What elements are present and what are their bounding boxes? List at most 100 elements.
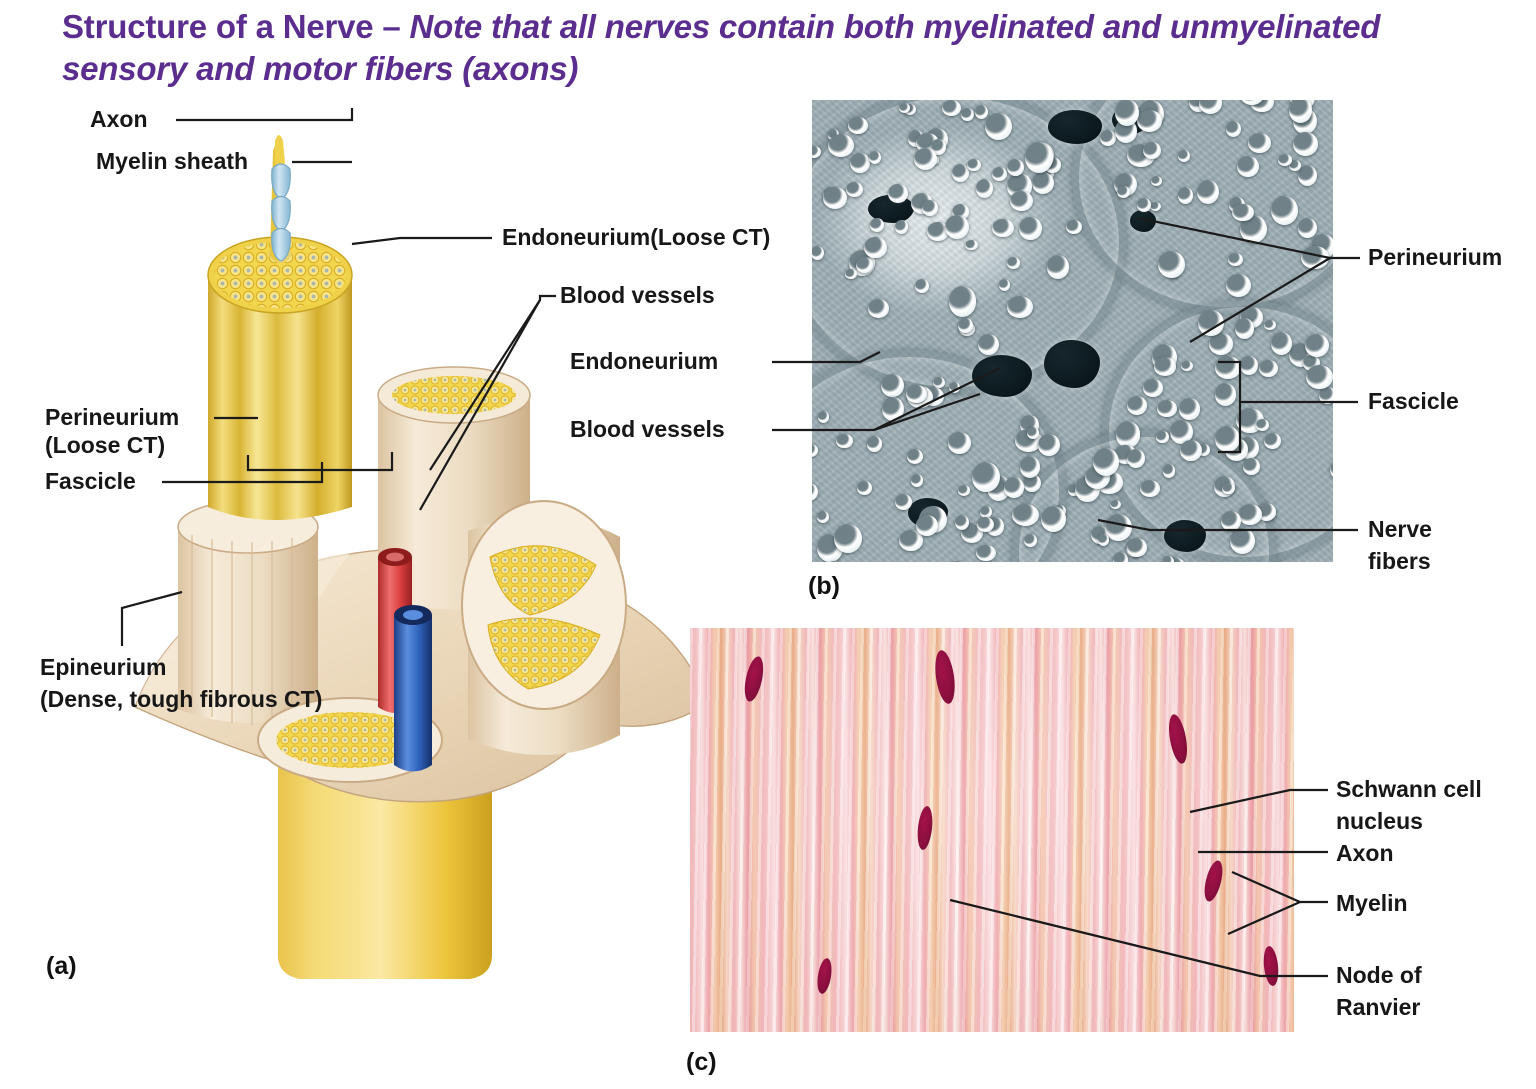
myelinated-axon [869,151,882,164]
myelinated-axon [1227,252,1243,267]
myelinated-axon [957,485,971,496]
blood-vessel-lumen [972,355,1032,397]
label-axon-c: Axon [1336,840,1394,866]
myelinated-axon [1305,364,1333,390]
myelinated-axon [1100,130,1116,147]
micrograph-texture [690,628,1294,1032]
label-node-ranvier-2: Ranvier [1336,994,1421,1020]
myelinated-axon [955,514,970,530]
myelinated-axon [945,214,969,239]
myelinated-axon [1110,499,1122,510]
myelinated-axon [1181,361,1193,372]
myelinated-axon [1156,430,1169,444]
myelinated-axon [846,181,863,198]
myelinated-axon [941,100,961,117]
myelinated-axon [975,179,994,198]
label-endoneurium-b: Endoneurium [570,348,719,374]
myelinated-axon [1065,220,1082,235]
label-nerve-fibers-b1: Nerve [1368,516,1432,542]
myelinated-axon [927,222,949,242]
myelinated-axon [931,139,947,156]
myelinated-axon [1232,203,1254,222]
myelinated-axon [1264,433,1282,449]
myelinated-axon [1229,528,1256,555]
label-axon-a: Axon [90,106,148,132]
myelinated-axon [1319,387,1333,404]
myelinated-axon [827,561,841,562]
myelinated-axon [1196,444,1211,456]
myelinated-axon [1239,100,1265,105]
myelinated-axon [882,397,905,421]
myelinated-axon [894,220,908,235]
myelinated-axon [1162,555,1174,562]
myelinated-axon [850,152,870,173]
label-fascicle-b: Fascicle [1368,388,1459,414]
myelinated-axon [1007,159,1024,177]
myelinated-axon [1270,196,1298,226]
myelinated-axon [961,107,974,122]
myelinated-axon [834,524,862,553]
myelinated-axon [1139,480,1160,497]
myelinated-axon [1292,132,1318,156]
myelinated-axon [1305,334,1329,358]
myelinated-axon [910,473,924,487]
myelinated-axon [1180,439,1202,461]
myelinated-axon [1243,458,1260,475]
myelinated-axon [1006,295,1033,318]
myelinated-axon [1288,159,1302,172]
myelinated-axon [1178,187,1194,204]
blood-vessel-lumen [1044,340,1100,388]
myelinated-axon [1150,176,1163,187]
myelinated-axon [869,217,885,233]
myelinated-axon [1142,379,1164,398]
myelinated-axon [1277,154,1293,167]
myelinated-axon [972,462,1000,493]
myelinated-axon [1198,310,1224,337]
label-perineurium-a-line2: (Loose CT) [45,432,166,458]
myelinated-axon [965,239,978,251]
myelinated-axon [817,511,829,523]
figure-title: Structure of a Nerve – Note that all ner… [62,6,1482,90]
myelinated-axon [1127,448,1145,468]
blood-vessel-lumen [1164,520,1206,552]
myelinated-axon [1234,318,1255,340]
figure-title-lead: Structure of a Nerve – [62,8,410,45]
light-micrograph-panel-c [690,628,1294,1032]
myelinated-axon [844,268,857,280]
myelinated-axon [976,545,996,562]
electron-micrograph-panel-b [812,100,1333,562]
myelinated-axon [1301,245,1329,269]
myelinated-axon [855,257,873,274]
myelinated-axon [1003,477,1024,499]
myelinated-axon [1214,383,1237,406]
myelinated-axon [1020,456,1041,479]
myelinated-axon [1178,398,1201,420]
myelinated-axon [1114,119,1138,143]
label-epineurium-line1: Epineurium [40,654,167,680]
label-blood-vessels-a: Blood vessels [560,282,715,308]
label-epineurium-line2: (Dense, tough fibrous CT) [40,686,323,712]
myelinated-axon [812,444,819,457]
myelinated-axon [1009,190,1033,212]
myelinated-axon [823,186,847,209]
myelinated-axon [1264,319,1276,330]
myelinated-axon [867,299,890,319]
label-node-ranvier-1: Node of [1336,962,1422,988]
myelinated-axon [977,516,995,533]
myelinated-axon [812,145,822,158]
myelinated-axon [881,373,904,397]
myelinated-axon [1163,557,1187,562]
myelinated-axon [1240,355,1258,375]
myelinated-axon [857,480,872,495]
myelinated-axon [1112,552,1129,562]
myelinated-axon [864,236,887,259]
myelinated-axon [1208,333,1234,355]
myelinated-axon [1136,110,1162,133]
myelinated-axon [922,199,939,216]
myelinated-axon [952,163,970,182]
myelinated-axon [1196,179,1220,205]
myelinated-axon [1170,420,1194,445]
myelinated-axon [1012,503,1040,526]
myelinated-axon [827,133,855,158]
myelinated-axon [812,482,819,502]
